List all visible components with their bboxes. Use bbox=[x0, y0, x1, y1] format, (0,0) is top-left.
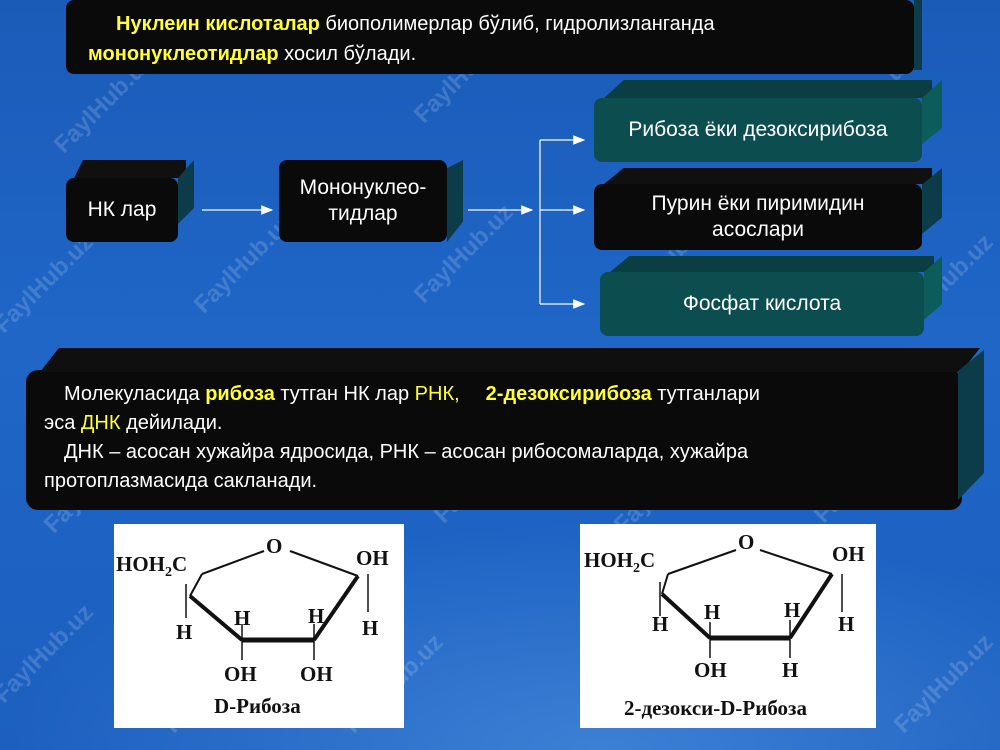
ribose-ring bbox=[185, 550, 369, 660]
ribose-h-c3: H bbox=[234, 606, 251, 630]
mono-line2: тидлар bbox=[328, 202, 398, 225]
deoxy-oh-c1: OH bbox=[832, 542, 865, 566]
ribose-oh-c2: OH bbox=[300, 662, 333, 686]
deoxy-h-c2: H bbox=[784, 598, 801, 622]
ribose-formula-panel: HOH2C O OH H H H H OH OH D-Рибоза bbox=[114, 524, 404, 728]
output-bases-label: Пурин ёки пиримидин асослари bbox=[594, 184, 922, 250]
info-box bbox=[26, 348, 984, 510]
term-mononucleotides: мононуклеотидлар bbox=[88, 43, 279, 65]
ribose-h-c2: H bbox=[308, 604, 325, 628]
deoxy-h-c2-bottom: H bbox=[782, 658, 799, 682]
term-deoxyribose: 2-дезоксирибоза bbox=[485, 383, 652, 405]
output-ribose-label: Рибоза ёки дезоксирибоза bbox=[628, 118, 888, 141]
deoxy-h-c4: H bbox=[652, 612, 669, 636]
term-rna: РНК, bbox=[414, 383, 460, 405]
output-phosphate-label: Фосфат кислота bbox=[682, 292, 842, 315]
info-text: Молекуласида рибоза тутган НК лар РНК,2-… bbox=[44, 380, 944, 496]
header-text-2: хосил бўлади. bbox=[278, 43, 417, 65]
term-ribose: рибоза bbox=[205, 383, 275, 405]
ribose-ring-oxygen: O bbox=[266, 534, 283, 558]
term-nucleic-acids: Нуклеин кислоталар bbox=[116, 13, 320, 35]
ribose-h-c1: H bbox=[362, 616, 379, 640]
info-line3: ДНК – асосан хужайра ядросида, РНК – асо… bbox=[64, 441, 749, 463]
ribose-oh-c1: OH bbox=[356, 546, 389, 570]
ribose-hoh2c: HOH2C bbox=[116, 552, 188, 580]
output-box-phosphate bbox=[600, 256, 942, 336]
flow-arrows bbox=[202, 135, 586, 309]
bases-line1: Пурин ёки пиримидин bbox=[651, 192, 865, 215]
mononucleotide-label: Мононуклео- тидлар bbox=[279, 160, 447, 242]
deoxyribose-formula-panel: HOH2C O OH H H H H OH H 2-дезокси-D-Рибо… bbox=[580, 524, 876, 728]
deoxy-ring-oxygen: O bbox=[738, 530, 755, 554]
output-box-ribose bbox=[594, 80, 942, 162]
term-dna: ДНК bbox=[80, 412, 121, 434]
deoxy-h-c3: H bbox=[704, 600, 721, 624]
deoxy-h-c1: H bbox=[838, 612, 855, 636]
deoxyribose-ring bbox=[659, 549, 843, 658]
ribose-h-c4: H bbox=[176, 620, 193, 644]
mononucleotide-box bbox=[279, 160, 463, 242]
output-box-bases bbox=[594, 168, 942, 250]
header-box bbox=[66, 0, 924, 76]
info-line4: протоплазмасида сакланади. bbox=[44, 470, 318, 492]
deoxyribose-caption: 2-дезокси-D-Рибоза bbox=[624, 696, 807, 720]
nk-box bbox=[66, 160, 194, 242]
nk-label: НК лар bbox=[87, 198, 157, 221]
header-text: Нуклеин кислоталар биополимерлар бўлиб, … bbox=[88, 9, 908, 69]
deoxy-hoh2c: HOH2C bbox=[584, 548, 656, 576]
ribose-caption: D-Рибоза bbox=[214, 694, 301, 718]
deoxy-oh-c3: OH bbox=[694, 658, 727, 682]
header-text-1: биополимерлар бўлиб, гидролизланганда bbox=[319, 13, 715, 35]
mono-line1: Мононуклео- bbox=[299, 176, 427, 199]
info-line1: Молекуласида рибоза тутган НК лар РНК,2-… bbox=[64, 383, 760, 405]
ribose-oh-c3: OH bbox=[224, 662, 257, 686]
info-line2: эса ДНК дейилади. bbox=[44, 412, 223, 434]
bases-line2: асослари bbox=[712, 218, 804, 241]
